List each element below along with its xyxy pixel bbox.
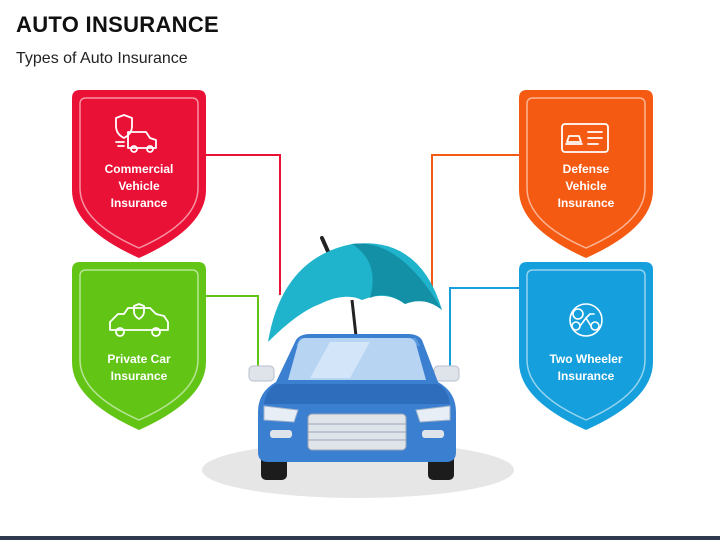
shield-defense-line-3: Insurance [557, 196, 615, 210]
shield-two-wheeler-line-1: Two Wheeler [549, 352, 623, 366]
car-shield-icon [109, 303, 169, 337]
shield-defense [519, 90, 653, 258]
shield-commercial-line-2: Vehicle [118, 179, 160, 193]
shield-commercial-line-1: Commercial [104, 162, 174, 176]
connector-private [200, 295, 259, 368]
shield-defense-label: Defense Vehicle Insurance [536, 161, 636, 212]
page-title: AUTO INSURANCE [16, 12, 220, 37]
footer-bar [0, 536, 720, 540]
id-card-icon [561, 123, 609, 153]
shield-private-label: Private Car Insurance [89, 351, 189, 385]
shield-commercial-line-3: Insurance [110, 196, 168, 210]
shield-commercial [72, 90, 206, 258]
shield-two-wheeler-label: Two Wheeler Insurance [536, 351, 636, 385]
shield-private-line-1: Private Car [107, 352, 171, 366]
shield-two-wheeler-line-2: Insurance [557, 369, 615, 383]
connector-commercial [198, 154, 281, 295]
car-illustration [248, 334, 460, 480]
connector-defense [431, 154, 521, 290]
shield-commercial-label: Commercial Vehicle Insurance [89, 161, 189, 212]
shield-private-line-2: Insurance [110, 369, 168, 383]
motorbike-icon [569, 303, 603, 337]
shield-two-wheeler [519, 262, 653, 430]
shield-defense-line-1: Defense [562, 162, 610, 176]
connector-two-wheeler [449, 287, 521, 368]
shield-defense-line-2: Vehicle [565, 179, 607, 193]
connector-lines [198, 154, 521, 368]
page-subtitle: Types of Auto Insurance [16, 50, 188, 67]
shield-private [72, 262, 206, 430]
truck-shield-icon [115, 114, 157, 153]
umbrella-icon [268, 236, 442, 342]
